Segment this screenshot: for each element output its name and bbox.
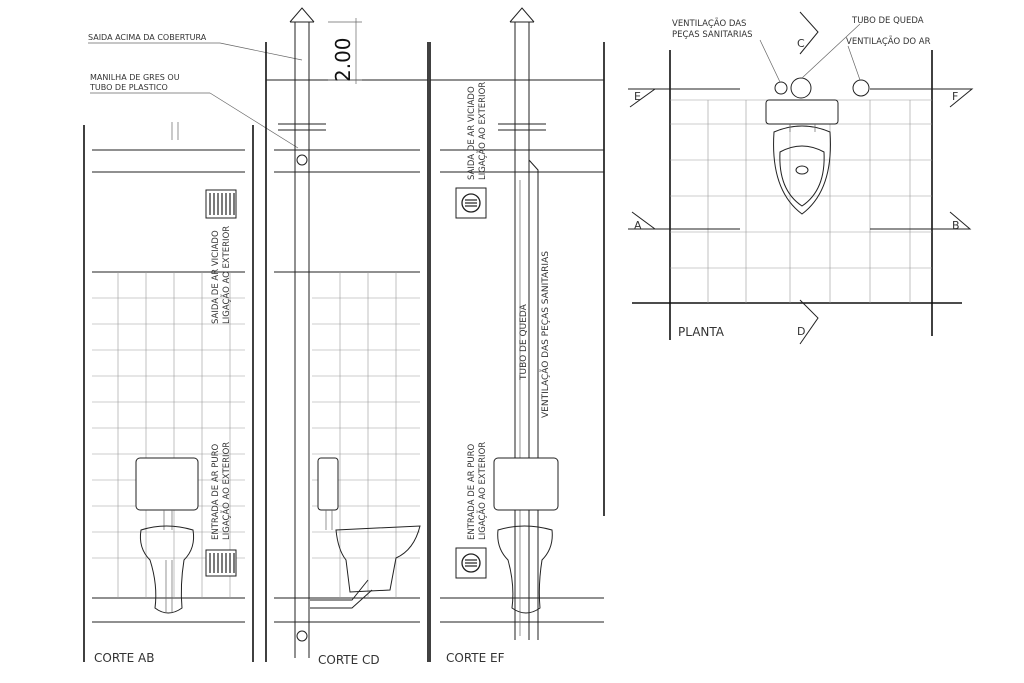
plan-tubo-label: TUBO DE QUEDA bbox=[851, 16, 924, 26]
leader-labels: SAIDA ACIMA DA COBERTURA MANILHA DE GRES… bbox=[88, 33, 303, 149]
ab-saida-label-1: SAIDA DE AR VICIADO bbox=[211, 230, 221, 324]
ab-saida-label-2: LIGAÇÃO AO EXTERIOR bbox=[221, 226, 232, 324]
corte-ef-title: CORTE EF bbox=[446, 651, 505, 665]
ab-entrada-label-1: ENTRADA DE AR PURO bbox=[211, 443, 221, 540]
plan-ventilacao-label-1: VENTILAÇÃO DAS bbox=[672, 18, 746, 29]
saida-cobertura-label: SAIDA ACIMA DA COBERTURA bbox=[88, 33, 207, 42]
manilha-label-2: TUBO DE PLASTICO bbox=[89, 83, 168, 92]
plan-ventilacao-ar-label: VENTILAÇÃO DO AR bbox=[846, 36, 931, 47]
ef-saida-label-2: LIGAÇÃO AO EXTERIOR bbox=[477, 82, 488, 180]
section-ef: SAIDA DE AR VICIADO LIGAÇÃO AO EXTERIOR … bbox=[429, 7, 605, 665]
planta-title: PLANTA bbox=[678, 325, 725, 339]
marker-c: C bbox=[797, 37, 805, 50]
plan-ventilacao-label-2: PEÇAS SANITARIAS bbox=[672, 30, 753, 40]
section-cd: 2.00 CORTE CD bbox=[265, 7, 429, 667]
marker-d: D bbox=[797, 325, 805, 338]
ef-entrada-label-1: ENTRADA DE AR PURO bbox=[467, 443, 477, 540]
corte-cd-title: CORTE CD bbox=[318, 653, 380, 667]
dimension-label: 2.00 bbox=[331, 37, 355, 82]
ventilacao-label: VENTILAÇÃO DAS PEÇAS SANITARIAS bbox=[540, 251, 551, 418]
ab-entrada-label-2: LIGAÇÃO AO EXTERIOR bbox=[221, 442, 232, 540]
section-ab: SAIDA DE AR VICIADO LIGAÇÃO AO EXTERIOR … bbox=[83, 122, 254, 665]
plan-view: VENTILAÇÃO DAS PEÇAS SANITARIAS TUBO DE … bbox=[628, 11, 974, 345]
marker-f: F bbox=[952, 90, 958, 103]
marker-b: B bbox=[952, 219, 960, 232]
ef-saida-label-1: SAIDA DE AR VICIADO bbox=[467, 86, 477, 180]
marker-a: A bbox=[634, 219, 642, 232]
ef-entrada-label-2: LIGAÇÃO AO EXTERIOR bbox=[477, 442, 488, 540]
tubo-queda-label: TUBO DE QUEDA bbox=[519, 303, 529, 381]
manilha-label-1: MANILHA DE GRES OU bbox=[90, 73, 180, 82]
corte-ab-title: CORTE AB bbox=[94, 651, 154, 665]
marker-e: E bbox=[634, 90, 641, 103]
